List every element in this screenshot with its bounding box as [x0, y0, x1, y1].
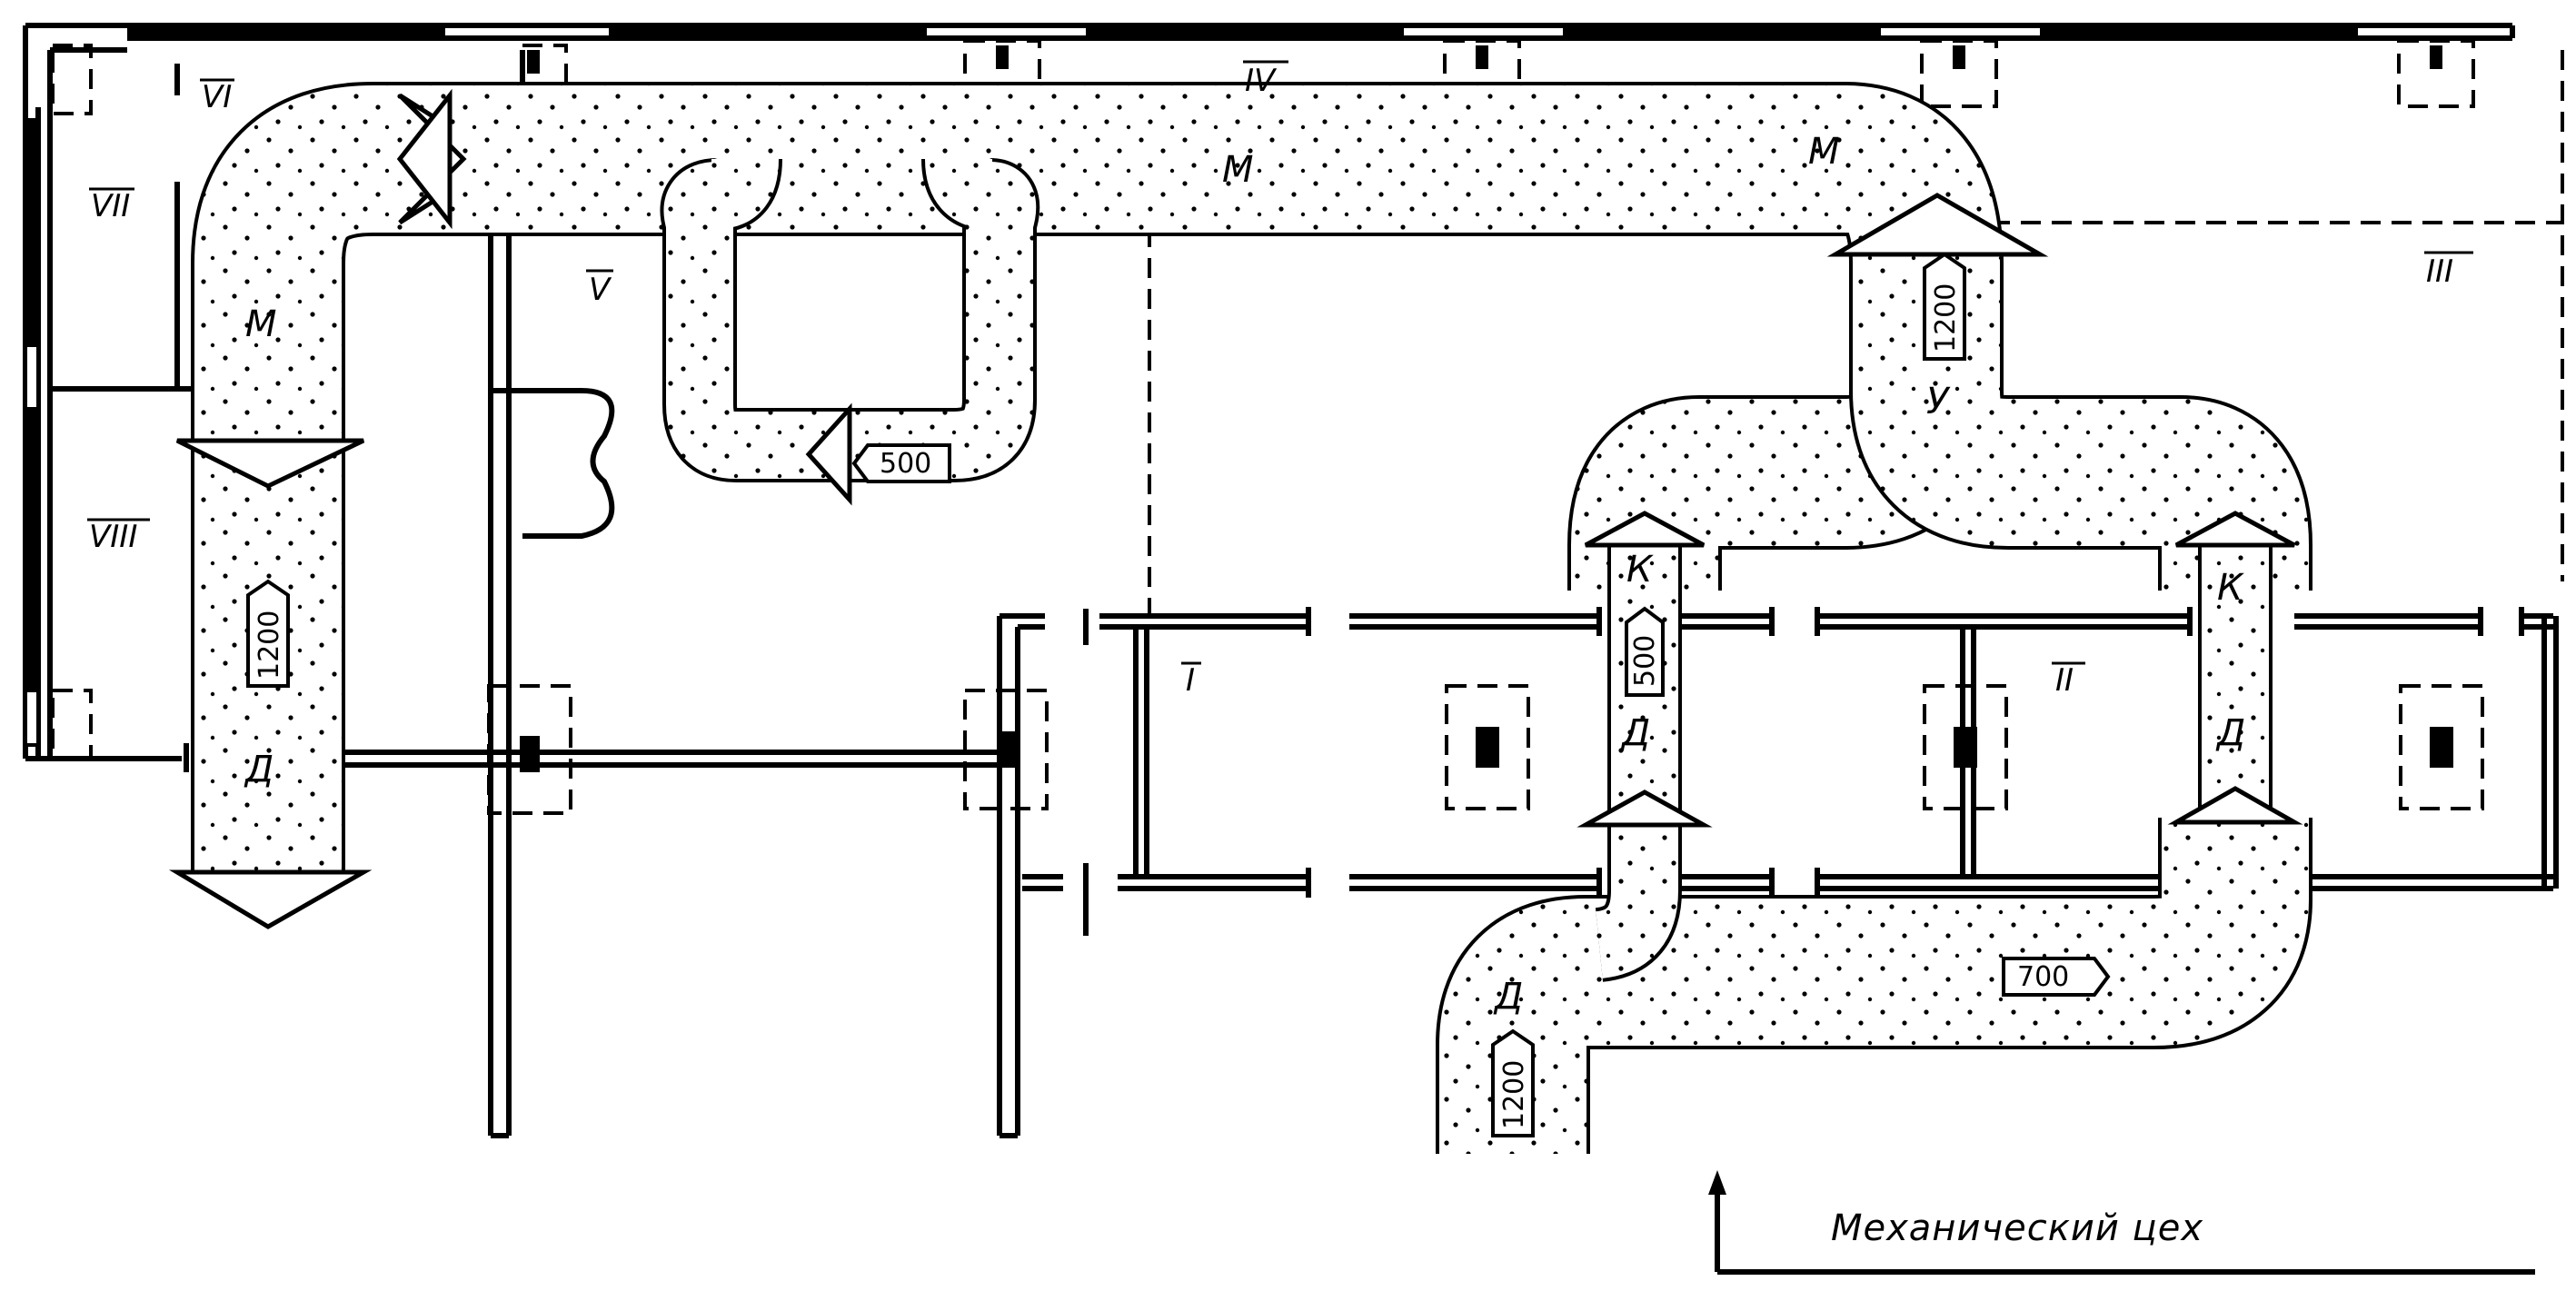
- zone-labels: I II III IV V VI VII VIII: [87, 60, 2473, 699]
- arrow-k-right: [2174, 511, 2296, 548]
- tag-1200-top: 1200: [1930, 283, 1962, 353]
- label-m-top-1: М: [1222, 149, 1254, 191]
- zone-label-viii: VIII: [89, 519, 137, 555]
- zone-label-vi: VI: [202, 79, 232, 115]
- zone-label-iii: III: [2426, 253, 2453, 290]
- flow-rate-tags: 1200 1200 1200 500 500 700: [246, 252, 2111, 1137]
- label-u: У: [1926, 381, 1951, 422]
- arrow-d-right: [2167, 786, 2303, 825]
- label-m-top-2: М: [1808, 131, 1840, 173]
- label-d-bottom: Д: [1493, 976, 1523, 1018]
- tag-1200-left: 1200: [254, 611, 285, 680]
- top-wall-windows: [127, 27, 2358, 36]
- zone-label-i: I: [1186, 662, 1195, 699]
- label-d-left: Д: [244, 749, 274, 790]
- zone-label-iv: IV: [1245, 63, 1278, 99]
- label-k-left: К: [1626, 549, 1654, 591]
- arrow-u-up: [1826, 193, 2049, 257]
- arrow-main-down: [175, 438, 365, 489]
- flow-letters: М М М Д У К К Д Д Д: [244, 131, 2245, 1018]
- flow-arrows: [168, 88, 2303, 929]
- zone-label-vii: VII: [91, 188, 130, 224]
- zone-label-v: V: [589, 272, 612, 308]
- arrow-exhaust-down: [168, 869, 373, 929]
- arrow-d-left: [1576, 790, 1713, 828]
- tag-500-loop: 500: [880, 448, 931, 480]
- arrow-500-left: [805, 402, 852, 506]
- north-arrow-icon: [1708, 1170, 1726, 1195]
- workshop-bays: [1022, 607, 2559, 898]
- caption-text: Механический цех: [1831, 1207, 2203, 1249]
- arrow-k-left: [1584, 511, 1706, 548]
- label-m-left: М: [245, 303, 277, 345]
- label-d-mid-left: Д: [1620, 712, 1650, 754]
- tag-700: 700: [2017, 961, 2069, 993]
- zone-label-ii: II: [2055, 662, 2074, 699]
- tag-500-vertical: 500: [1629, 635, 1661, 687]
- label-k-right: К: [2217, 567, 2244, 609]
- building-walls: [23, 23, 2564, 1138]
- caption-group: Механический цех: [1708, 1170, 2535, 1275]
- label-d-mid-right: Д: [2215, 712, 2245, 754]
- building-columns: [51, 39, 2484, 815]
- tag-1200-bottom: 1200: [1498, 1060, 1530, 1129]
